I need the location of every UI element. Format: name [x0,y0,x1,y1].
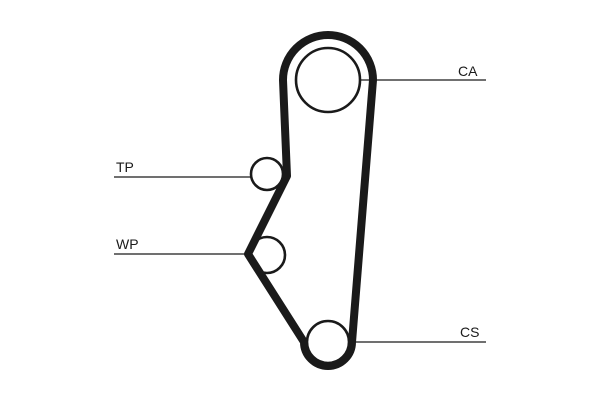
tp-label: TP [116,159,134,175]
cs-label: CS [460,324,479,340]
ca-label: CA [458,63,478,79]
camshaft-pulley [294,46,362,114]
timing-belt [244,31,377,370]
wp-label: WP [116,236,139,252]
